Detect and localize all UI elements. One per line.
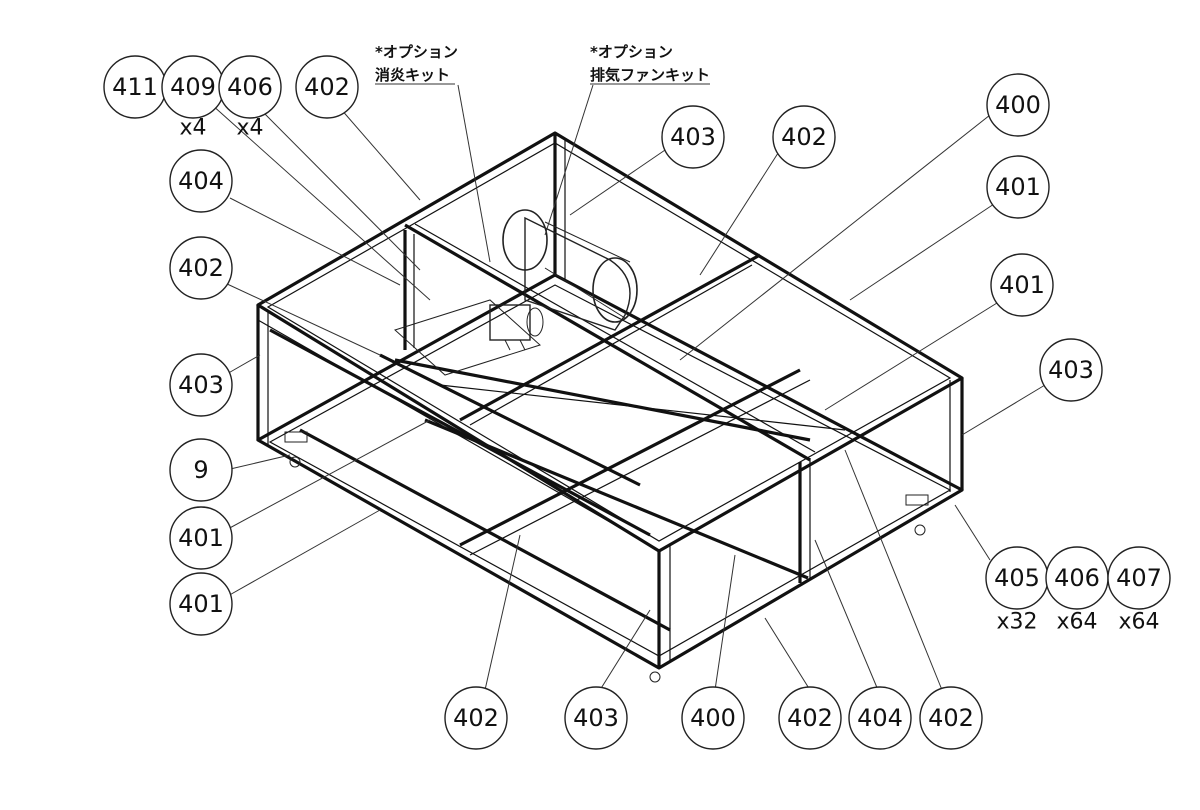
balloon-label: 401 xyxy=(178,590,224,618)
part-balloon: 406 x4 xyxy=(218,55,282,141)
balloon-label: 402 xyxy=(178,254,224,282)
part-balloon: 406 x64 xyxy=(1045,546,1109,635)
part-balloon: 401 xyxy=(986,155,1050,219)
balloon-label: 407 xyxy=(1116,564,1162,592)
balloon-label: 403 xyxy=(178,371,224,399)
part-balloon: 409 x4 xyxy=(161,55,225,141)
balloon-label: 402 xyxy=(781,123,827,151)
part-balloon: 401 xyxy=(169,506,233,570)
part-balloon: 9 xyxy=(169,438,233,502)
option-note-line1: *オプション xyxy=(375,43,458,61)
balloon-label: 402 xyxy=(304,73,350,101)
part-balloon: 400 xyxy=(986,73,1050,137)
option-note-line2: 排気ファンキット xyxy=(590,66,710,84)
part-balloon: 401 xyxy=(990,253,1054,317)
balloon-qty: x64 xyxy=(1118,610,1159,635)
balloon-label: 401 xyxy=(999,271,1045,299)
balloon-label: 403 xyxy=(1048,356,1094,384)
part-balloon: 402 xyxy=(169,236,233,300)
balloon-qty: x64 xyxy=(1056,610,1097,635)
part-balloon: 402 xyxy=(919,686,983,750)
part-balloon: 407 x64 xyxy=(1107,546,1171,635)
part-balloon: 404 xyxy=(848,686,912,750)
aluminum-frame xyxy=(256,131,964,683)
option-note-line1: *オプション xyxy=(590,43,673,61)
part-balloon: 404 xyxy=(169,149,233,213)
balloon-label: 406 xyxy=(1054,564,1100,592)
part-balloon: 400 xyxy=(681,686,745,750)
balloon-qty: x4 xyxy=(236,116,263,141)
balloon-label: 404 xyxy=(857,704,903,732)
part-balloon: 403 xyxy=(661,105,725,169)
balloon-label: 400 xyxy=(690,704,736,732)
balloon-label: 409 xyxy=(170,73,216,101)
balloon-label: 401 xyxy=(178,524,224,552)
part-balloon: 403 xyxy=(564,686,628,750)
balloon-label: 402 xyxy=(928,704,974,732)
balloon-label: 9 xyxy=(193,456,208,484)
balloon-label: 402 xyxy=(453,704,499,732)
option-note-fan-kit: *オプション 排気ファンキット xyxy=(590,43,710,84)
balloon-label: 404 xyxy=(178,167,224,195)
exhaust-fan-unit xyxy=(502,209,638,331)
part-balloon: 403 xyxy=(169,353,233,417)
fire-suppression-unit xyxy=(489,304,544,351)
part-balloon: 402 xyxy=(295,55,359,119)
part-balloon: 402 xyxy=(772,105,836,169)
part-balloon: 402 xyxy=(778,686,842,750)
balloon-label: 400 xyxy=(995,91,1041,119)
leader-lines xyxy=(210,83,1046,691)
option-note-fire-kit: *オプション 消炎キット xyxy=(375,43,458,84)
balloon-label: 411 xyxy=(112,73,158,101)
balloon-qty: x32 xyxy=(996,610,1037,635)
balloon-label: 402 xyxy=(787,704,833,732)
part-balloon: 403 xyxy=(1039,338,1103,402)
balloon-label: 403 xyxy=(670,123,716,151)
balloon-qty: x4 xyxy=(179,116,206,141)
balloon-label: 405 xyxy=(994,564,1040,592)
balloon-label: 403 xyxy=(573,704,619,732)
part-balloon: 401 xyxy=(169,572,233,636)
balloon-label: 406 xyxy=(227,73,273,101)
option-note-line2: 消炎キット xyxy=(375,66,450,84)
part-balloon: 405 x32 xyxy=(985,546,1049,635)
part-balloon: 411 xyxy=(103,55,167,119)
balloon-label: 401 xyxy=(995,173,1041,201)
part-balloon: 402 xyxy=(444,686,508,750)
